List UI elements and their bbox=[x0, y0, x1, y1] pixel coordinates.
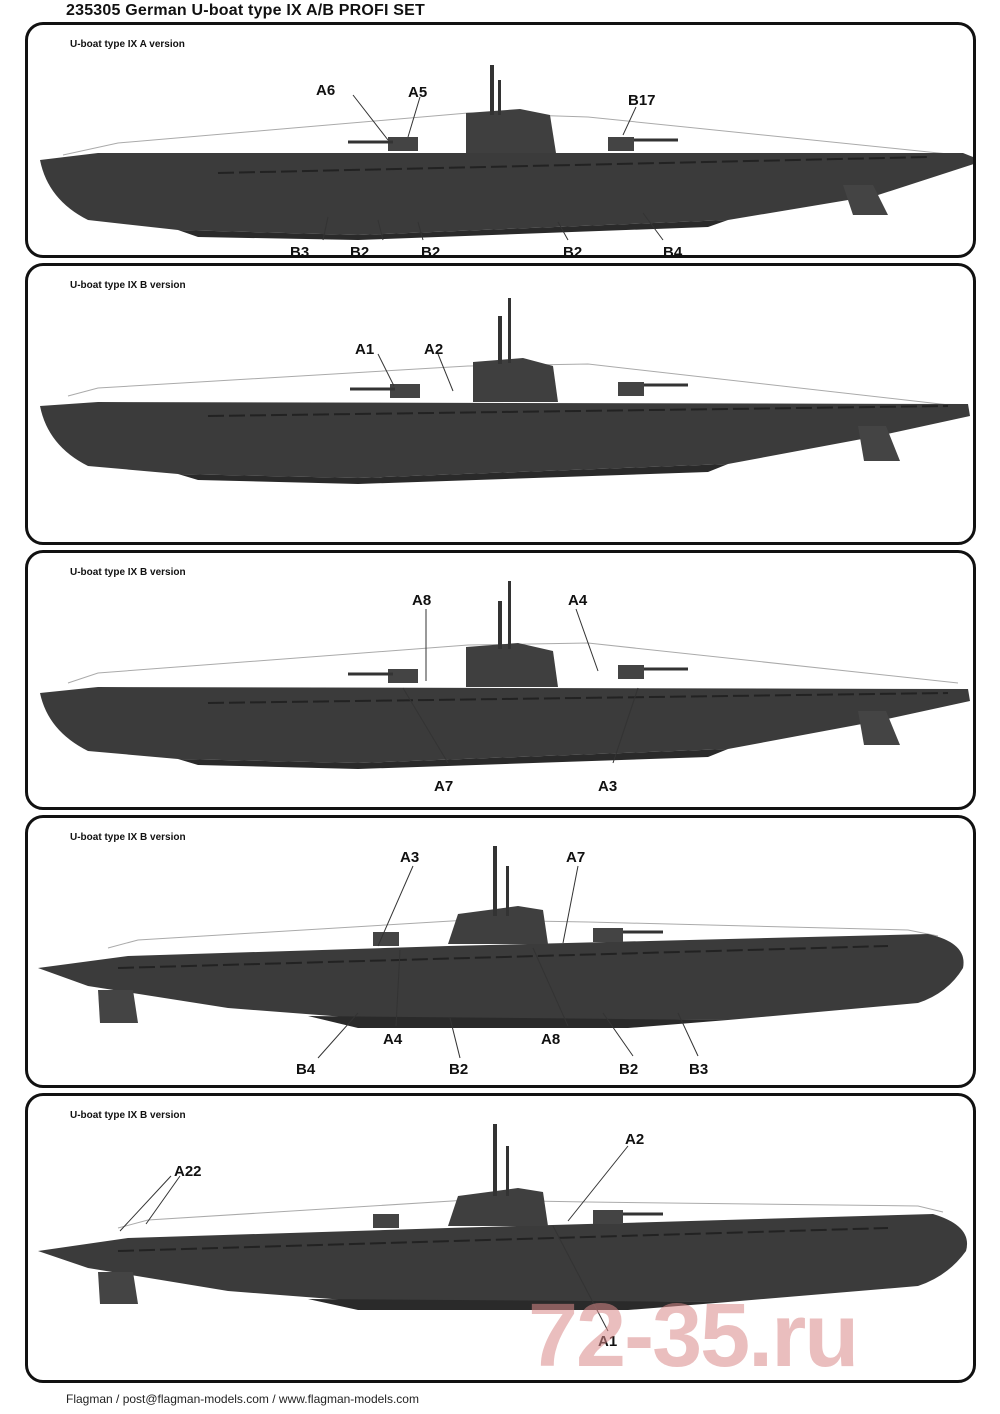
watermark: 72-35.ru bbox=[528, 1286, 859, 1386]
callout-a22: A22 bbox=[174, 1163, 202, 1180]
callout-a6: A6 bbox=[316, 82, 335, 99]
callout-a5: A5 bbox=[408, 84, 427, 101]
callout-b17: B17 bbox=[628, 92, 656, 109]
callout-b2: B2 bbox=[563, 244, 582, 258]
panel-ix-b-1: U-boat type IX B version A1 A2 bbox=[25, 263, 976, 545]
callout-a3: A3 bbox=[400, 849, 419, 866]
callout-a4: A4 bbox=[383, 1031, 403, 1048]
callout-a1: A1 bbox=[598, 1333, 617, 1350]
callout-b3: B3 bbox=[290, 244, 309, 258]
callout-b3: B3 bbox=[689, 1061, 708, 1078]
panel-ix-b-4: U-boat type IX B version A22 A2 A1 bbox=[25, 1093, 976, 1383]
callout-b2: B2 bbox=[421, 244, 440, 258]
callout-a4: A4 bbox=[568, 592, 588, 609]
callout-a2: A2 bbox=[424, 341, 443, 358]
panel-ix-b-2: U-boat type IX B version A8 A4 A7 A3 bbox=[25, 550, 976, 810]
callout-b4: B4 bbox=[296, 1061, 316, 1078]
callout-a1: A1 bbox=[355, 341, 374, 358]
callout-b2: B2 bbox=[350, 244, 369, 258]
callout-a8: A8 bbox=[541, 1031, 560, 1048]
callout-a7: A7 bbox=[434, 778, 453, 795]
submarine-drawing: A3 A7 A4 A8 B4 B2 B2 B3 bbox=[38, 846, 964, 1078]
callout-b4: B4 bbox=[663, 244, 683, 258]
submarine-drawing: A8 A4 A7 A3 bbox=[40, 581, 970, 795]
submarine-drawing: A1 A2 bbox=[40, 298, 970, 484]
callout-a3: A3 bbox=[598, 778, 617, 795]
submarine-drawing: A22 A2 A1 bbox=[38, 1124, 968, 1350]
panel-label: U-boat type IX B version bbox=[70, 567, 186, 578]
panel-label: U-boat type IX B version bbox=[70, 280, 186, 291]
panel-ix-b-3: U-boat type IX B version A3 A7 A4 A8 B4 … bbox=[25, 815, 976, 1088]
panel-label: U-boat type IX B version bbox=[70, 832, 186, 843]
panel-label: U-boat type IX A version bbox=[70, 39, 185, 50]
footer: Flagman / post@flagman-models.com / www.… bbox=[66, 1392, 419, 1406]
panel-ix-a: U-boat type IX A version A6 bbox=[25, 22, 976, 258]
callout-b2: B2 bbox=[619, 1061, 638, 1078]
callout-a2: A2 bbox=[625, 1131, 644, 1148]
submarine-drawing: A6 A5 B17 B3 B2 B2 B2 B4 bbox=[40, 65, 973, 258]
panel-label: U-boat type IX B version bbox=[70, 1110, 186, 1121]
callout-b2: B2 bbox=[449, 1061, 468, 1078]
callout-a8: A8 bbox=[412, 592, 431, 609]
sheet-title: 235305 German U-boat type IX A/B PROFI S… bbox=[66, 2, 426, 19]
callout-a7: A7 bbox=[566, 849, 585, 866]
